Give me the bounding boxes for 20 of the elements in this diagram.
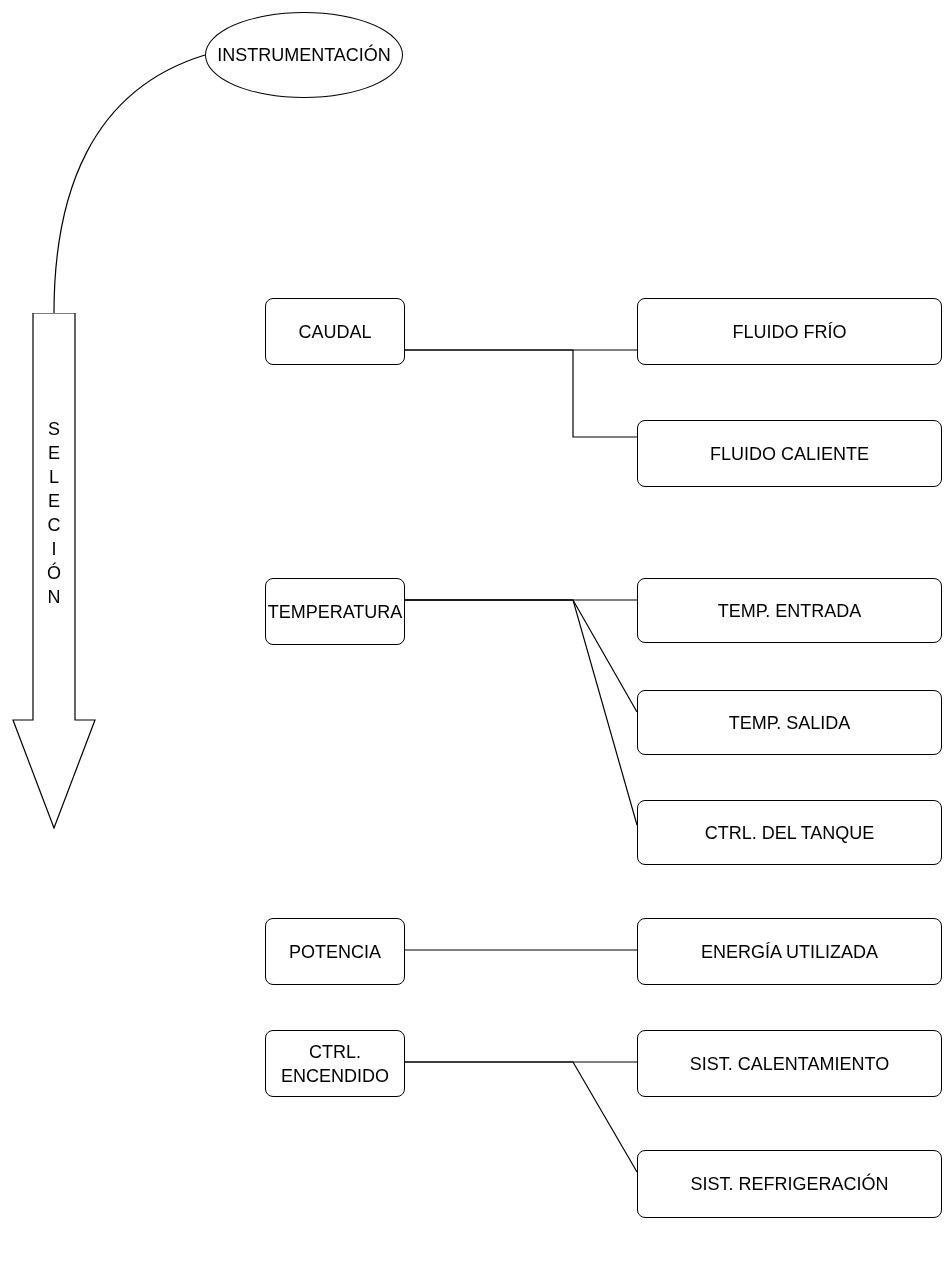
process-box: SIST. CALENTAMIENTO: [637, 1030, 942, 1097]
process-box: FLUIDO CALIENTE: [637, 420, 942, 487]
process-box: FLUIDO FRÍO: [637, 298, 942, 365]
down-arrow-shape: [12, 313, 96, 829]
vertical-label: SELECIÓN: [47, 418, 61, 609]
process-box: ENERGÍA UTILIZADA: [637, 918, 942, 985]
connector-line: [404, 599, 638, 826]
process-box: CTRL. ENCENDIDO: [265, 1030, 405, 1097]
process-box: POTENCIA: [265, 918, 405, 985]
process-box: TEMP. SALIDA: [637, 690, 942, 755]
process-box: TEMP. ENTRADA: [637, 578, 942, 643]
process-box: TEMPERATURA: [265, 578, 405, 645]
process-box: CTRL. DEL TANQUE: [637, 800, 942, 865]
connector-line: [53, 54, 206, 314]
process-box: SIST. REFRIGERACIÓN: [637, 1150, 942, 1218]
start-oval: INSTRUMENTACIÓN: [205, 12, 403, 98]
connector-line: [404, 1061, 638, 1173]
connector-line: [404, 949, 638, 951]
process-box: CAUDAL: [265, 298, 405, 365]
connector-line: [404, 349, 638, 438]
